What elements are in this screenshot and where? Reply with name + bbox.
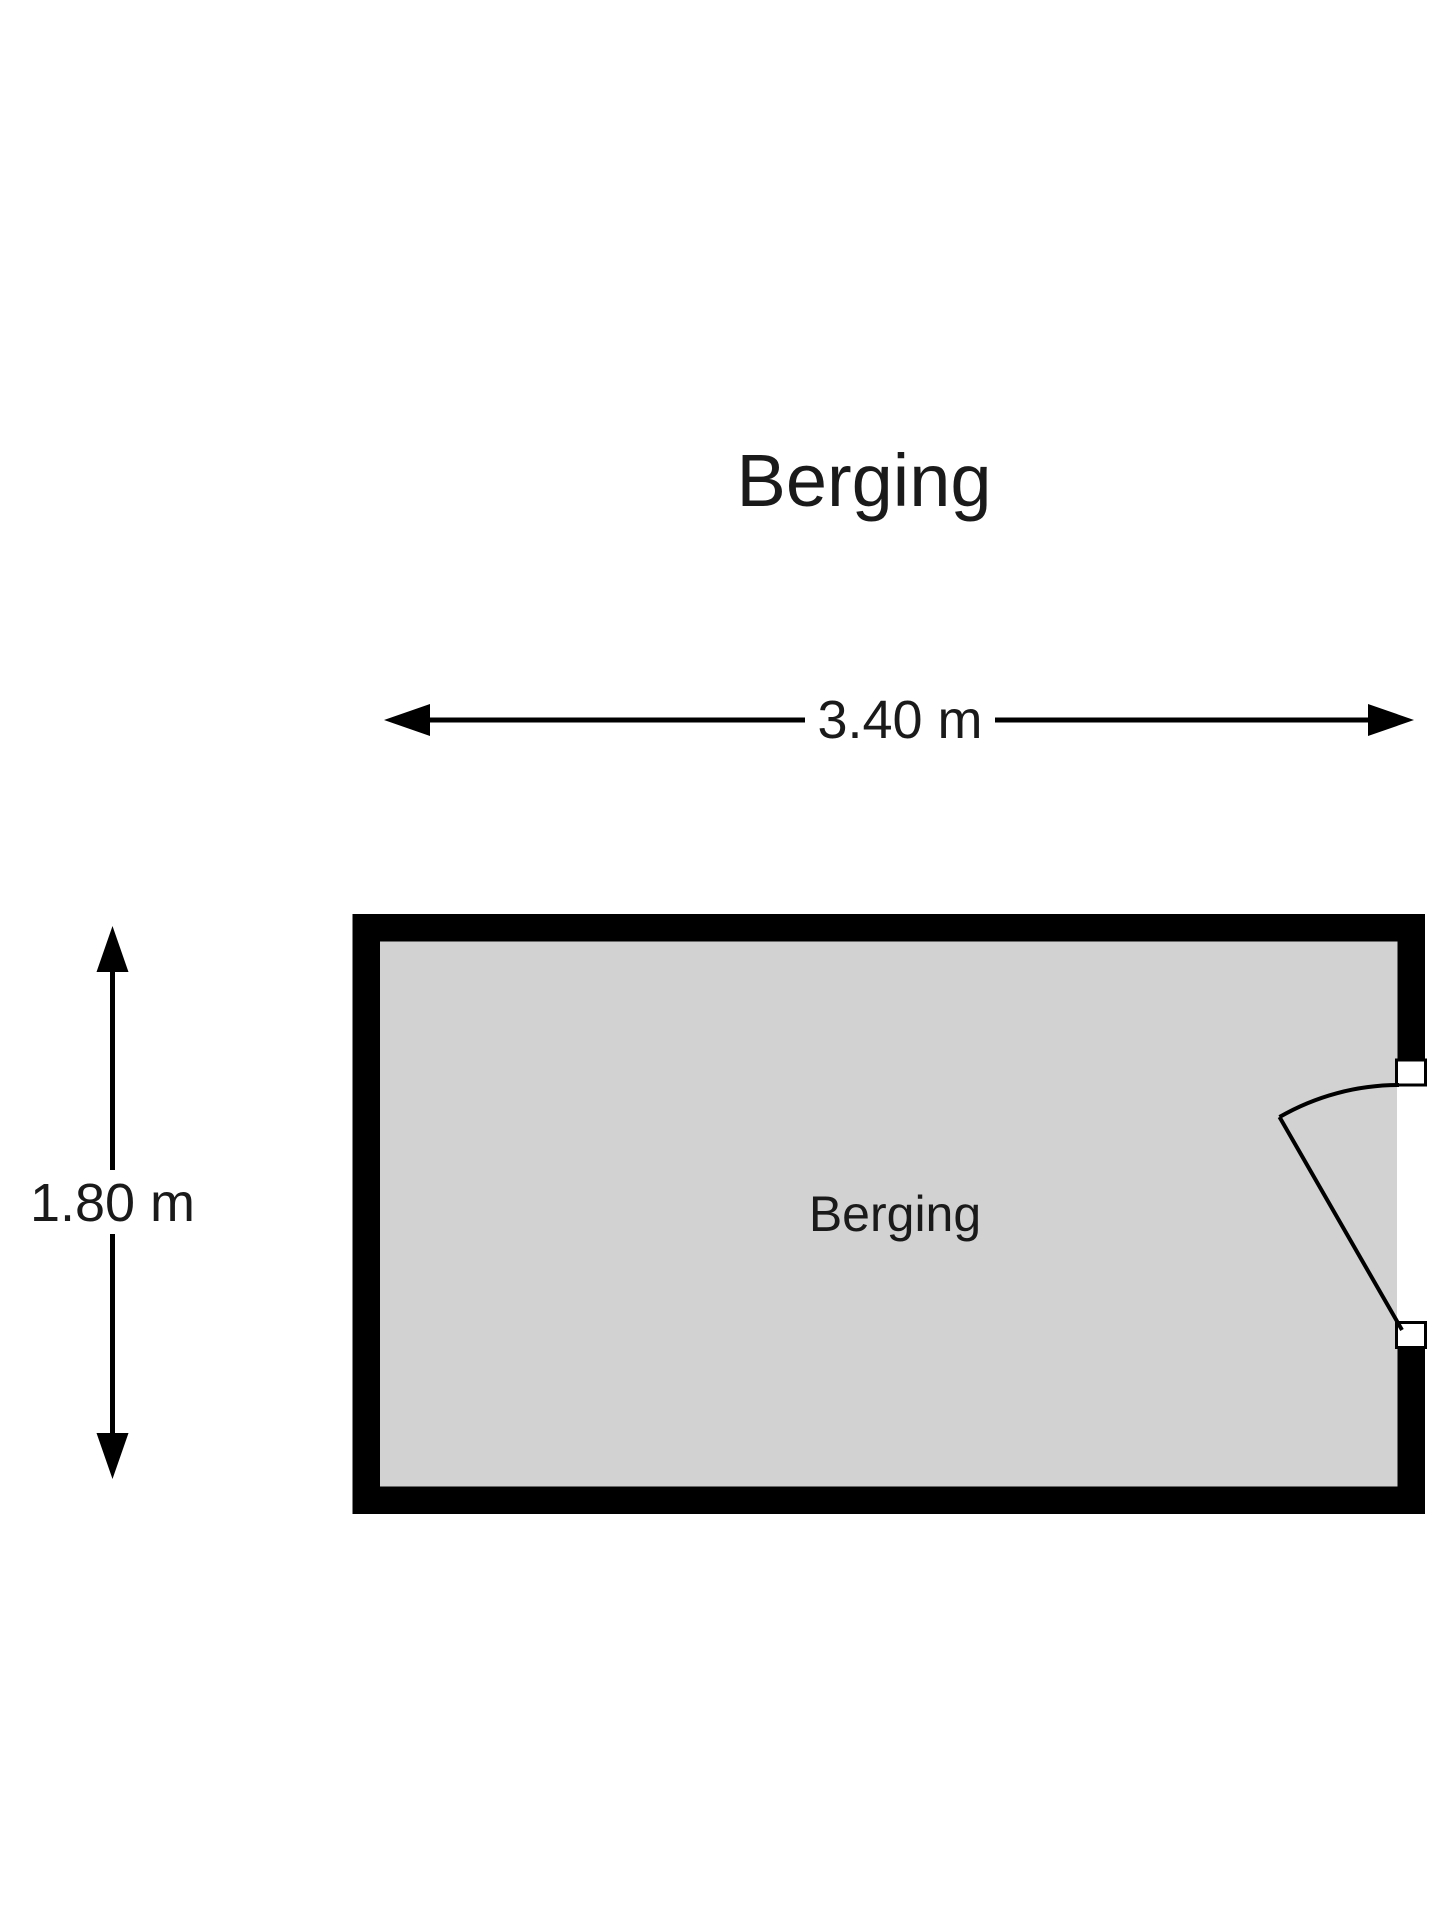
room-floor xyxy=(380,941,1398,1487)
door-bottom-jamb xyxy=(1395,1321,1427,1349)
door-top-jamb xyxy=(1395,1058,1427,1087)
room: Berging xyxy=(352,914,1427,1514)
width-dimension: 3.40 m xyxy=(384,688,1414,750)
door-leaf xyxy=(1277,1116,1404,1331)
height-arrowhead-bottom-icon xyxy=(96,1433,129,1479)
height-label-mask xyxy=(20,1170,205,1234)
page-title: Berging xyxy=(736,439,991,522)
height-arrowhead-top-icon xyxy=(96,926,129,972)
width-dimension-label: 3.40 m xyxy=(817,690,982,750)
height-dimension: 1.80 m xyxy=(20,926,205,1479)
width-arrowhead-right-icon xyxy=(1368,704,1414,736)
width-label-mask xyxy=(805,688,995,750)
room-label: Berging xyxy=(809,1186,981,1242)
door-swing-arc xyxy=(1278,1083,1400,1119)
width-arrowhead-left-icon xyxy=(384,704,430,736)
height-dimension-label: 1.80 m xyxy=(30,1173,195,1233)
door-opening xyxy=(1397,1085,1426,1323)
